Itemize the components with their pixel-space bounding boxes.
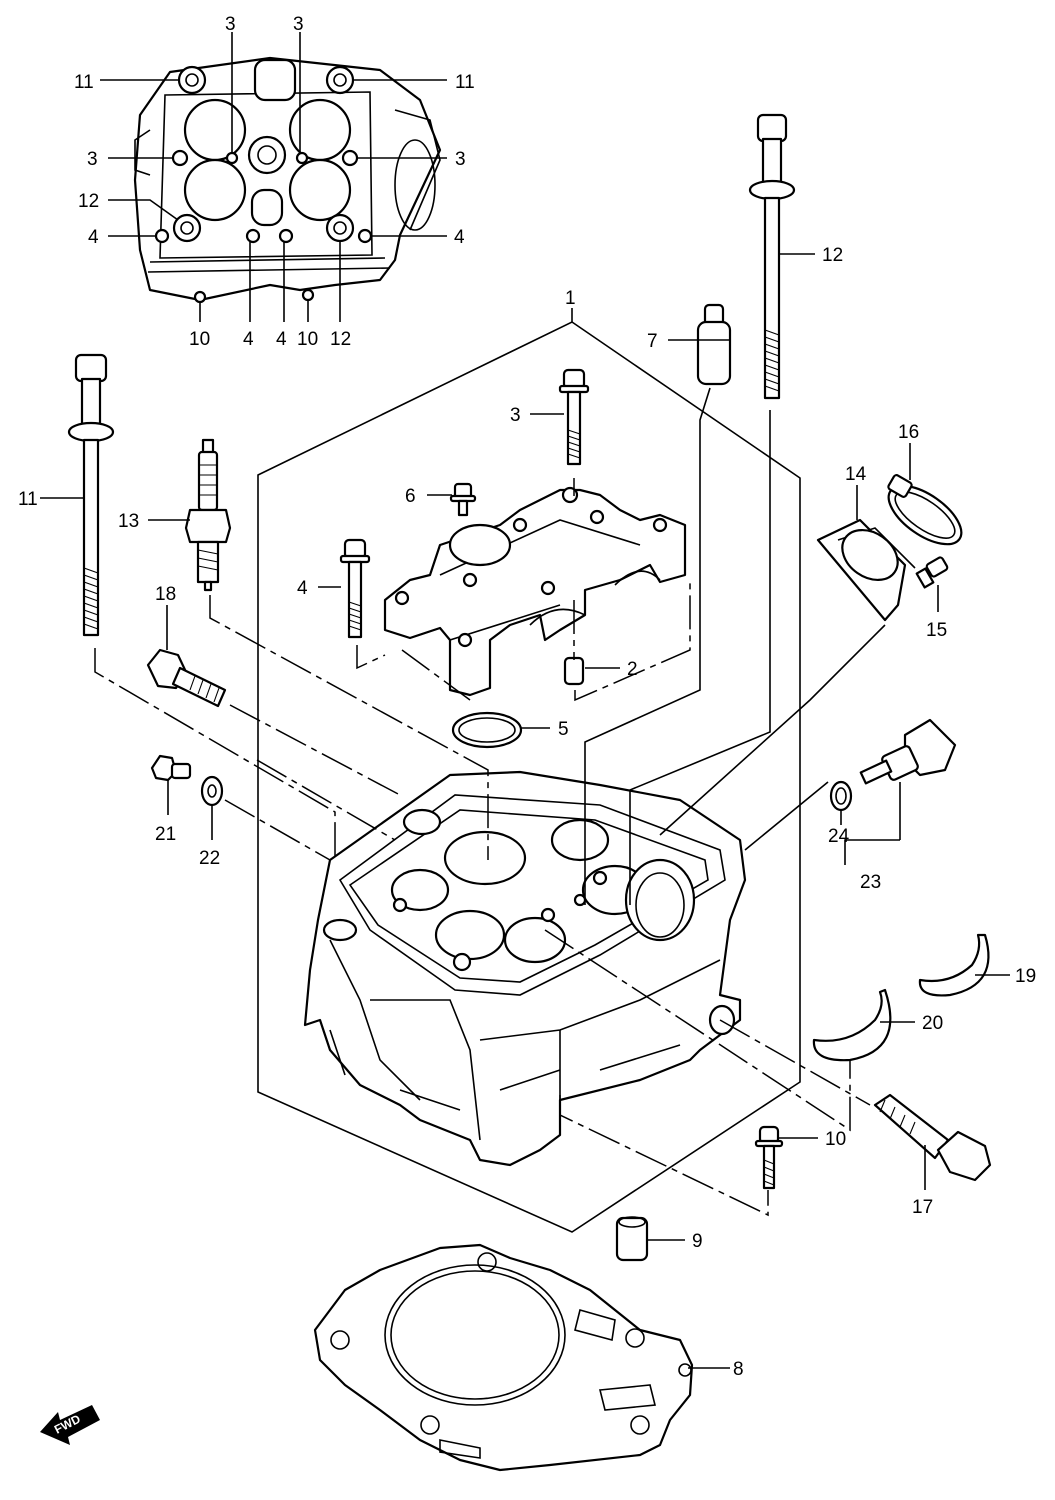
callout-22: 22	[199, 848, 220, 869]
callout-4: 4	[243, 329, 254, 350]
bolt-3	[558, 368, 590, 466]
callout-3: 3	[87, 149, 98, 170]
callout-3: 3	[510, 405, 521, 426]
temperature-sensor	[859, 718, 957, 785]
callout-21: 21	[155, 824, 176, 845]
hose-clamp	[887, 474, 963, 546]
callout-20: 20	[922, 1013, 943, 1034]
bolt-6	[449, 482, 477, 517]
clamp-screw	[915, 556, 949, 589]
callout-4: 4	[297, 578, 308, 599]
callout-23: 23	[860, 872, 881, 893]
bolt-4	[339, 538, 371, 639]
callout-6: 6	[405, 486, 416, 507]
callout-4: 4	[88, 227, 99, 248]
bolt-18	[146, 648, 227, 708]
bolt-10	[754, 1125, 784, 1190]
washer-22	[200, 775, 224, 807]
callout-12: 12	[330, 329, 351, 350]
callout-4: 4	[454, 227, 465, 248]
callout-leaders	[40, 253, 1010, 1369]
intake-pipe	[816, 518, 916, 622]
callout-18: 18	[155, 584, 176, 605]
callout-5: 5	[558, 719, 569, 740]
callout-2: 2	[627, 659, 638, 680]
callout-3: 3	[455, 149, 466, 170]
top-view-leaders	[100, 32, 447, 322]
dowel-pin	[563, 656, 585, 686]
callout-8: 8	[733, 1359, 744, 1380]
callout-14: 14	[845, 464, 867, 485]
valve-lifter	[696, 303, 732, 386]
camshaft-holder	[383, 486, 687, 697]
dowel-9	[615, 1216, 649, 1262]
bolt-21	[150, 754, 192, 782]
callout-10: 10	[297, 329, 318, 350]
callout-1: 1	[565, 288, 576, 309]
head-top-view	[133, 56, 442, 304]
washer-24	[829, 780, 853, 812]
long-bolt-11	[67, 353, 115, 637]
callout-10: 10	[825, 1129, 846, 1150]
long-bolt-12	[748, 113, 796, 400]
callout-10: 10	[189, 329, 210, 350]
callout-13: 13	[118, 511, 139, 532]
callout-11: 11	[18, 489, 38, 510]
callout-12: 12	[78, 191, 99, 212]
callout-3: 3	[225, 14, 236, 35]
callout-9: 9	[692, 1231, 703, 1252]
callout-16: 16	[898, 422, 919, 443]
callout-24: 24	[828, 826, 850, 847]
fwd-arrow-icon: FWD	[40, 1405, 100, 1445]
callout-19: 19	[1015, 966, 1036, 987]
bolt-17	[873, 1093, 992, 1182]
c-ring-20	[812, 988, 892, 1062]
callout-17: 17	[912, 1197, 933, 1218]
head-gasket	[313, 1243, 694, 1472]
callout-11: 11	[74, 72, 94, 93]
callout-15: 15	[926, 620, 947, 641]
leader-lines	[94, 387, 886, 1217]
callout-4: 4	[276, 329, 287, 350]
callout-7: 7	[647, 331, 658, 352]
callout-11: 11	[455, 72, 475, 93]
c-ring-19	[918, 933, 990, 997]
cylinder-head	[303, 770, 747, 1167]
callout-3: 3	[293, 14, 304, 35]
callout-labels: 11 11 3 3 3 3 12 4 4 10 4 4 10 12 1 3 6 …	[18, 14, 1036, 1380]
spark-plug	[184, 438, 232, 592]
callout-12: 12	[822, 245, 843, 266]
o-ring	[451, 711, 523, 749]
